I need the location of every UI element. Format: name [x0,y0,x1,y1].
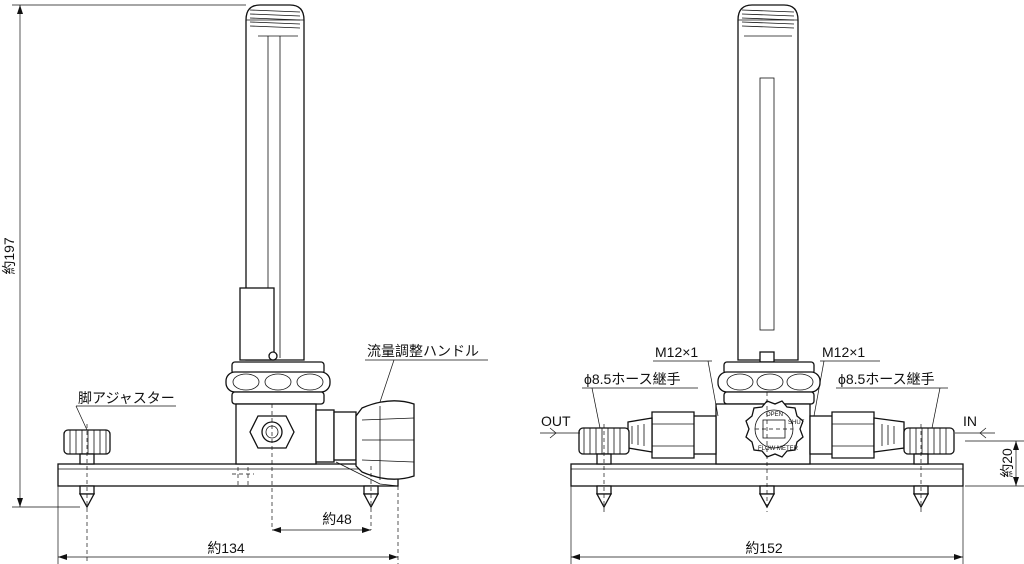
m12-left-label: M12×1 [655,344,698,360]
knob-mark-shut: SHUT [788,420,805,426]
front-view: OPEN SHUT FLOW METER [570,4,964,564]
fitting-right [809,411,955,465]
dimension-height: 約197 [1,4,246,508]
callout-hose-left: ϕ8.5ホース継手 [582,371,698,429]
base-plate-front [570,463,964,487]
callout-m12-right: M12×1 [813,344,880,417]
knob-mark-flow-meter: FLOW METER [758,446,799,452]
flow-adjust-handle-side [315,400,415,487]
dimension-152: 約152 [571,540,963,560]
in-marker: IN [955,413,995,439]
flow-handle-label: 流量調整ハンドル [367,343,479,359]
out-label: OUT [541,413,571,429]
hose-right-label: ϕ8.5ホース継手 [838,371,935,387]
dimension-base-height-label: 約20 [999,448,1015,478]
hose-left-label: ϕ8.5ホース継手 [584,371,681,387]
dimension-48-label: 約48 [322,511,352,527]
fitting-left [578,411,717,465]
callout-leg-adjuster: 脚アジャスター [75,390,176,431]
callout-flow-handle: 流量調整ハンドル [365,343,488,403]
m12-right-label: M12×1 [822,344,865,360]
side-view [57,4,415,564]
dimension-48: 約48 [272,511,371,533]
dimension-134: 約134 [57,486,398,564]
leg-adjuster-label: 脚アジャスター [78,390,175,406]
tube-nut-front [717,361,821,405]
callout-m12-left: M12×1 [653,344,719,417]
dimension-152-label: 約152 [745,540,783,556]
valve-body-side [235,403,317,465]
flow-tube-side [239,4,305,361]
in-label: IN [963,413,977,429]
dimension-134-label: 約134 [207,540,245,556]
dimension-base-height: 約20 [965,440,1024,487]
legs-front [595,485,930,509]
callout-hose-right: ϕ8.5ホース継手 [836,371,948,429]
out-marker: OUT [540,413,580,439]
dimension-height-label: 約197 [1,237,17,275]
tube-nut-side [225,361,331,405]
knob-mark-open: OPEN [766,412,783,418]
valve-knob-front: OPEN SHUT FLOW METER [745,400,805,458]
flow-tube-front [737,4,799,363]
